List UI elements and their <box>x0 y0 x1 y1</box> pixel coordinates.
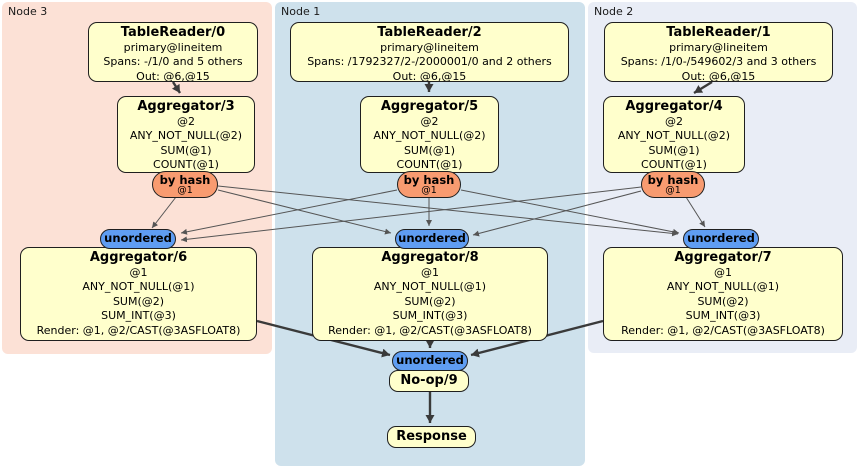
processor-detail: Render: @1, @2/CAST(@3ASFLOAT8) <box>36 323 241 337</box>
unordered-sync-final: unordered <box>392 351 468 371</box>
processor-aggregator-3: Aggregator/3 @2 ANY_NOT_NULL(@2) SUM(@1)… <box>117 96 255 173</box>
processor-title: TableReader/1 <box>666 25 771 40</box>
unordered-sync-node3: unordered <box>100 229 176 249</box>
processor-detail: COUNT(@1) <box>153 158 219 172</box>
processor-detail: SUM(@2) <box>404 294 456 308</box>
processor-title: Response <box>396 429 467 444</box>
hash-router-detail: @1 <box>421 185 437 196</box>
hash-router-node3: by hash @1 <box>152 171 218 198</box>
processor-title: TableReader/2 <box>377 25 482 40</box>
processor-detail: SUM(@2) <box>697 294 749 308</box>
processor-detail: ANY_NOT_NULL(@2) <box>617 129 731 143</box>
processor-tablereader-2: TableReader/2 primary@lineitem Spans: /1… <box>290 22 569 82</box>
processor-noop-9: No-op/9 <box>389 370 469 392</box>
processor-tablereader-0: TableReader/0 primary@lineitem Spans: -/… <box>88 22 258 82</box>
hash-router-node2: by hash @1 <box>641 171 705 198</box>
processor-title: No-op/9 <box>400 373 458 388</box>
unordered-sync-node2: unordered <box>683 229 759 249</box>
processor-detail: SUM(@1) <box>160 143 212 157</box>
processor-title: Aggregator/3 <box>137 99 235 114</box>
processor-detail: Out: @6,@15 <box>392 69 467 82</box>
processor-aggregator-4: Aggregator/4 @2 ANY_NOT_NULL(@2) SUM(@1)… <box>603 96 745 173</box>
processor-title: TableReader/0 <box>120 25 226 40</box>
processor-detail: Render: @1, @2/CAST(@3ASFLOAT8) <box>621 323 825 337</box>
processor-detail: SUM_INT(@3) <box>101 309 176 323</box>
hash-router-node1: by hash @1 <box>397 171 461 198</box>
processor-title: Aggregator/5 <box>380 99 479 114</box>
processor-detail: Out: @6,@15 <box>136 69 210 82</box>
hash-router-label: by hash <box>647 173 699 187</box>
processor-detail: @2 <box>177 115 195 128</box>
node2-label: Node 2 <box>594 5 634 18</box>
processor-detail: @2 <box>420 115 439 128</box>
processor-detail: Spans: /1792327/2-/2000001/0 and 2 other… <box>307 55 552 69</box>
processor-detail: primary@lineitem <box>380 41 479 54</box>
processor-detail: primary@lineitem <box>669 41 768 54</box>
processor-detail: @1 <box>421 266 439 279</box>
processor-aggregator-5: Aggregator/5 @2 ANY_NOT_NULL(@2) SUM(@1)… <box>360 96 499 173</box>
processor-title: Aggregator/7 <box>674 250 772 265</box>
hash-router-label: by hash <box>403 173 455 187</box>
node3-label: Node 3 <box>8 5 48 18</box>
processor-detail: @2 <box>665 115 683 128</box>
processor-detail: SUM_INT(@3) <box>685 309 761 323</box>
processor-title: Aggregator/8 <box>381 250 479 265</box>
processor-detail: SUM(@1) <box>403 143 456 157</box>
processor-detail: ANY_NOT_NULL(@1) <box>666 280 780 294</box>
processor-detail: ANY_NOT_NULL(@2) <box>373 129 486 143</box>
processor-title: Aggregator/6 <box>89 250 188 265</box>
processor-detail: primary@lineitem <box>123 41 223 54</box>
processor-detail: SUM(@1) <box>648 143 700 157</box>
processor-response: Response <box>387 426 476 448</box>
processor-detail: COUNT(@1) <box>396 158 463 172</box>
processor-detail: ANY_NOT_NULL(@1) <box>373 280 487 294</box>
processor-detail: ANY_NOT_NULL(@1) <box>82 280 195 294</box>
processor-aggregator-7: Aggregator/7 @1 ANY_NOT_NULL(@1) SUM(@2)… <box>603 247 843 341</box>
processor-detail: ANY_NOT_NULL(@2) <box>129 129 243 143</box>
node1-label: Node 1 <box>281 5 321 18</box>
processor-detail: SUM_INT(@3) <box>392 309 468 323</box>
processor-detail: Spans: -/1/0 and 5 others <box>103 55 243 69</box>
processor-tablereader-1: TableReader/1 primary@lineitem Spans: /1… <box>604 22 833 82</box>
hash-router-detail: @1 <box>665 185 681 196</box>
processor-detail: @1 <box>714 266 732 279</box>
processor-detail: COUNT(@1) <box>641 158 707 172</box>
hash-router-label: by hash <box>159 173 211 187</box>
processor-detail: @1 <box>129 266 148 279</box>
processor-detail: SUM(@2) <box>112 294 165 308</box>
processor-detail: Render: @1, @2/CAST(@3ASFLOAT8) <box>328 323 532 337</box>
processor-detail: Spans: /1/0-/549602/3 and 3 others <box>620 55 817 69</box>
processor-title: Aggregator/4 <box>625 99 723 114</box>
processor-aggregator-6: Aggregator/6 @1 ANY_NOT_NULL(@1) SUM(@2)… <box>20 247 257 341</box>
hash-router-detail: @1 <box>177 185 193 196</box>
unordered-sync-node1: unordered <box>395 229 469 249</box>
processor-detail: Out: @6,@15 <box>681 69 756 82</box>
processor-aggregator-8: Aggregator/8 @1 ANY_NOT_NULL(@1) SUM(@2)… <box>312 247 548 341</box>
